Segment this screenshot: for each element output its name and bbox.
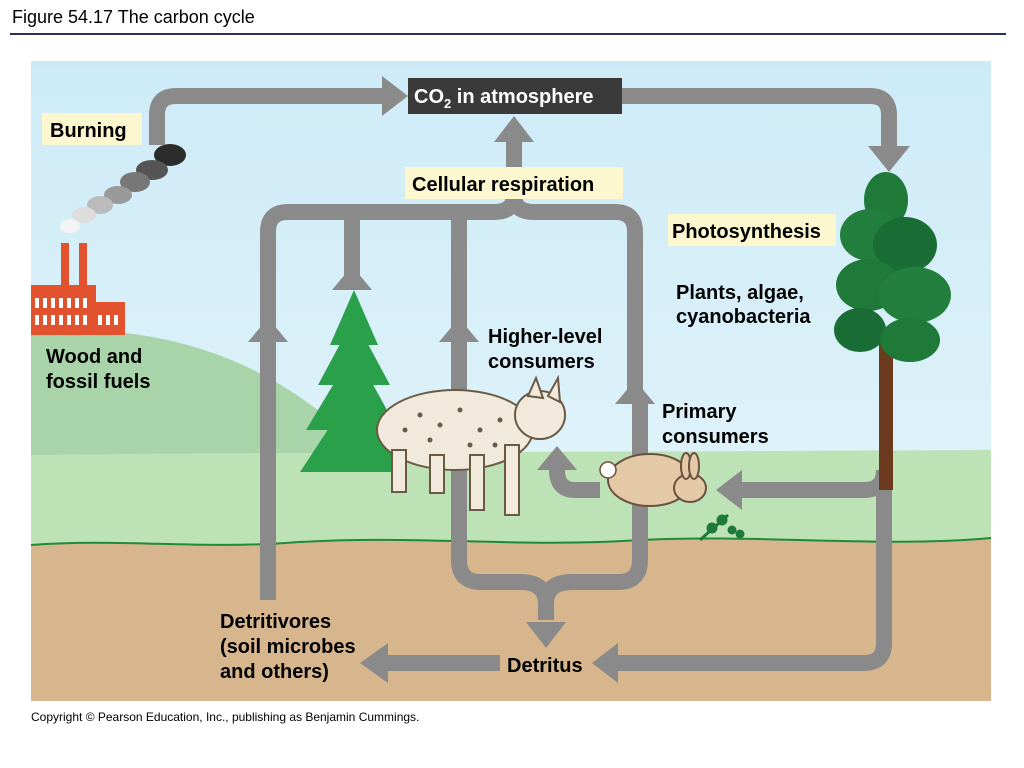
arrow-atmosphere-to-tree	[622, 88, 897, 150]
co2-atmosphere-box: CO2 in atmosphere	[408, 78, 622, 114]
lynx-icon	[376, 374, 566, 516]
arrowhead-respiration-up	[494, 116, 534, 142]
co2-label-suffix: in atmosphere	[451, 86, 593, 108]
plants-label-line1: Plants, algae,	[676, 282, 804, 304]
factory-icon	[31, 243, 125, 335]
copyright-notice: Copyright © Pearson Education, Inc., pub…	[31, 710, 420, 724]
arrowhead-to-primary	[716, 470, 742, 510]
small-plant-icon	[699, 513, 745, 542]
photosynthesis-box: Photosynthesis	[668, 214, 836, 246]
arrowhead-left-up	[248, 318, 288, 342]
detritivores-label-line3: and others)	[220, 661, 329, 683]
figure-title: Figure 54.17 The carbon cycle	[12, 7, 255, 27]
arrow-respiration-right	[506, 194, 643, 402]
arrowhead-higher-up	[439, 318, 479, 342]
arrowhead-to-detritivores	[360, 643, 388, 683]
arrowhead-to-tree	[868, 146, 910, 172]
arrowhead-detritus-down	[526, 622, 566, 648]
plants-label-line2: cyanobacteria	[676, 306, 811, 328]
higher-consumers-label-line2: consumers	[488, 351, 595, 373]
arrowheads	[248, 76, 910, 683]
arrowhead-to-atmosphere	[382, 76, 408, 116]
co2-label-subscript: 2	[444, 96, 451, 111]
arrowhead-to-detritus	[592, 643, 618, 683]
arrowhead-primary-up	[615, 380, 655, 404]
co2-label-prefix: CO	[414, 86, 444, 108]
arrow-primary-to-detritus	[538, 402, 648, 605]
wood-fuels-label-line1: Wood and	[46, 346, 142, 368]
arrowhead-tree-up	[332, 266, 372, 290]
arrowhead-to-higher	[537, 446, 577, 470]
cellular-respiration-box: Cellular respiration	[405, 167, 623, 199]
smoke-plume	[60, 144, 186, 233]
rabbit-icon	[599, 452, 707, 507]
photosynthesis-label: Photosynthesis	[672, 221, 821, 243]
svg-text:CO2 in atmosphere: CO2 in atmosphere	[414, 86, 594, 111]
wood-fuels-label-line2: fossil fuels	[46, 371, 150, 393]
detritivores-label-line2: (soil microbes	[220, 636, 356, 658]
arrow-primary-to-higher	[549, 462, 600, 498]
detritus-label: Detritus	[507, 655, 583, 677]
burning-label: Burning	[50, 120, 127, 142]
arrow-tree-to-detritus	[615, 490, 892, 671]
tree-icon	[834, 172, 951, 490]
cellular-respiration-label: Cellular respiration	[412, 174, 594, 196]
higher-consumers-label-line1: Higher-level	[488, 326, 602, 348]
primary-consumers-label-line1: Primary	[662, 401, 737, 423]
arrow-burning-to-atmosphere	[149, 88, 385, 145]
grass-edge	[30, 537, 992, 546]
burning-box: Burning	[42, 113, 142, 145]
conifer-tree-icon	[300, 290, 404, 472]
detritivores-label-line1: Detritivores	[220, 611, 331, 633]
title-divider	[10, 33, 1006, 35]
primary-consumers-label-line2: consumers	[662, 426, 769, 448]
